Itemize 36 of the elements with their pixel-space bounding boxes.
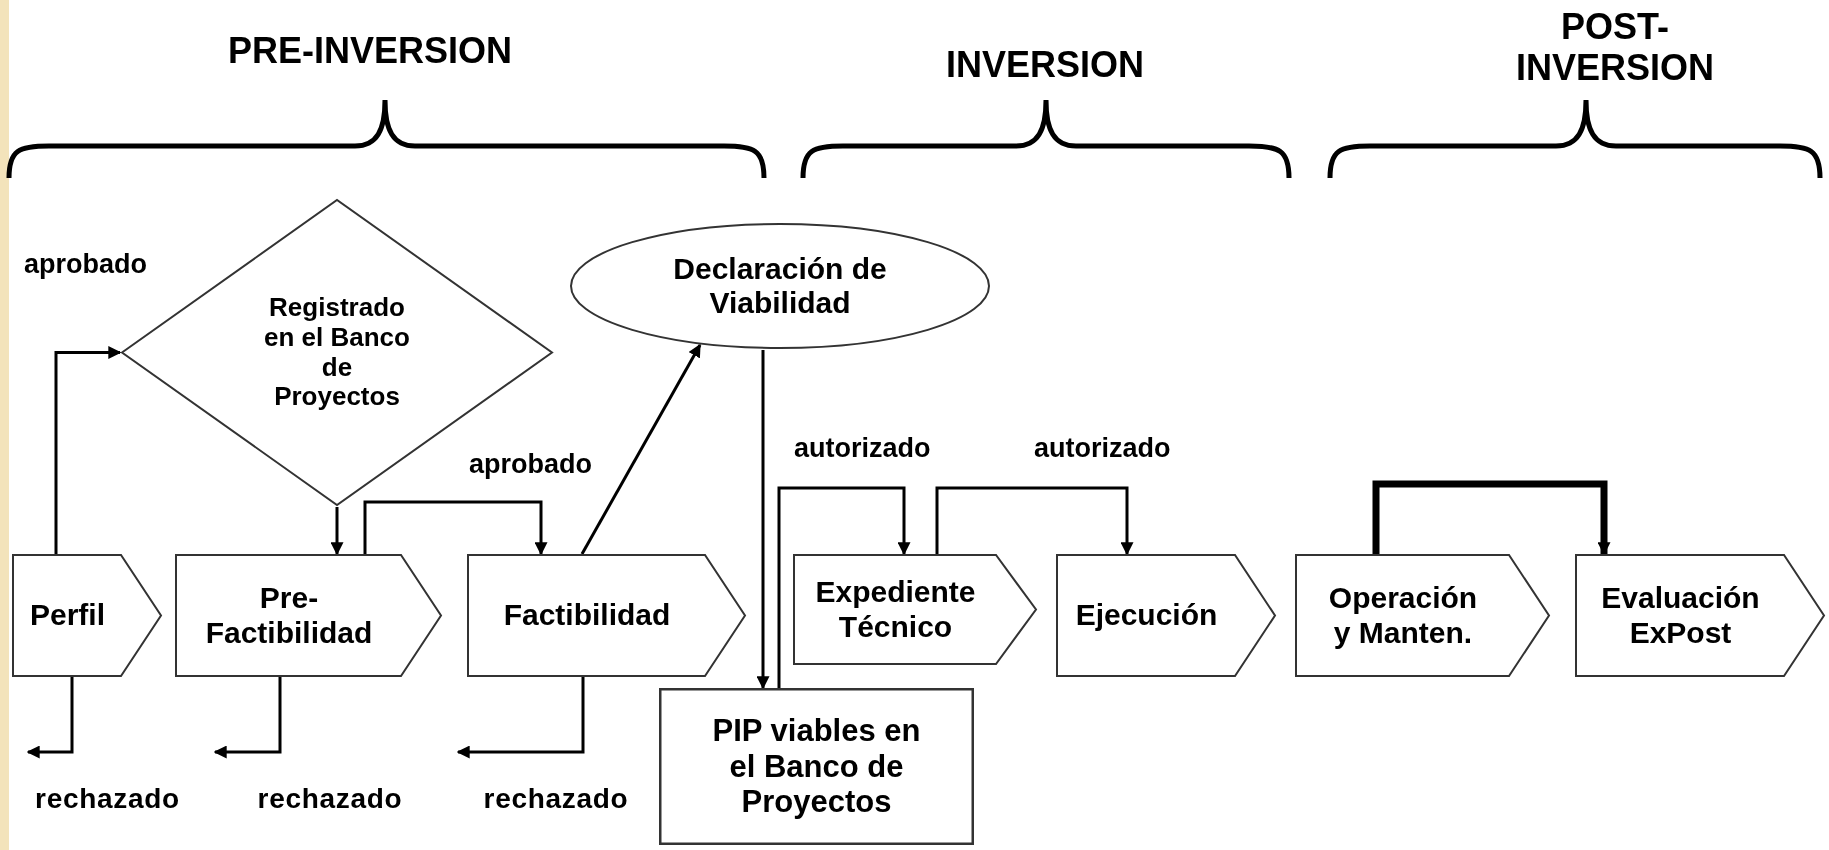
node-text: Perfil (30, 598, 105, 633)
arrow (213, 677, 282, 759)
node-text: Registrado en el Banco de Proyectos (263, 292, 411, 413)
stage-arrow-box (1056, 554, 1277, 677)
arrow (777, 486, 911, 688)
node-text: Expediente Técnico (814, 575, 977, 644)
outcome-text: rechazado (10, 752, 205, 816)
arrow (456, 677, 585, 759)
stage-arrow-box (793, 554, 1038, 665)
arrow (1372, 480, 1611, 556)
stage-arrow-box (1295, 554, 1551, 677)
outcome-text: rechazado (212, 752, 448, 816)
arrow (54, 346, 122, 554)
process-box (659, 688, 974, 845)
arrow (26, 677, 74, 759)
node-text: Pre- Factibilidad (204, 581, 374, 650)
stage-arrow-box (467, 554, 747, 677)
node-text: PIP viables en el Banco de Proyectos (711, 713, 922, 820)
phase-heading: INVERSION (945, 44, 1144, 85)
stage-arrow-box (12, 554, 163, 677)
phase-heading: POST- INVERSION (1515, 6, 1714, 89)
phase-heading: PRE-INVERSION (227, 30, 512, 71)
node-text: Ejecución (1075, 598, 1218, 633)
arrow (580, 343, 702, 555)
arrow (935, 486, 1134, 556)
arrow (330, 507, 344, 556)
outcome-text: rechazado (456, 752, 656, 816)
node-text: Operación y Manten. (1327, 581, 1479, 650)
decision-ellipse (569, 222, 991, 350)
node-text: Evaluación ExPost (1600, 581, 1761, 650)
stage-arrow-box (175, 554, 443, 677)
arrow (756, 350, 770, 690)
arrow (363, 500, 548, 556)
stage-arrow-box (1575, 554, 1826, 677)
node-text: Declaración de Viabilidad (672, 251, 888, 321)
node-text: Factibilidad (503, 598, 671, 633)
